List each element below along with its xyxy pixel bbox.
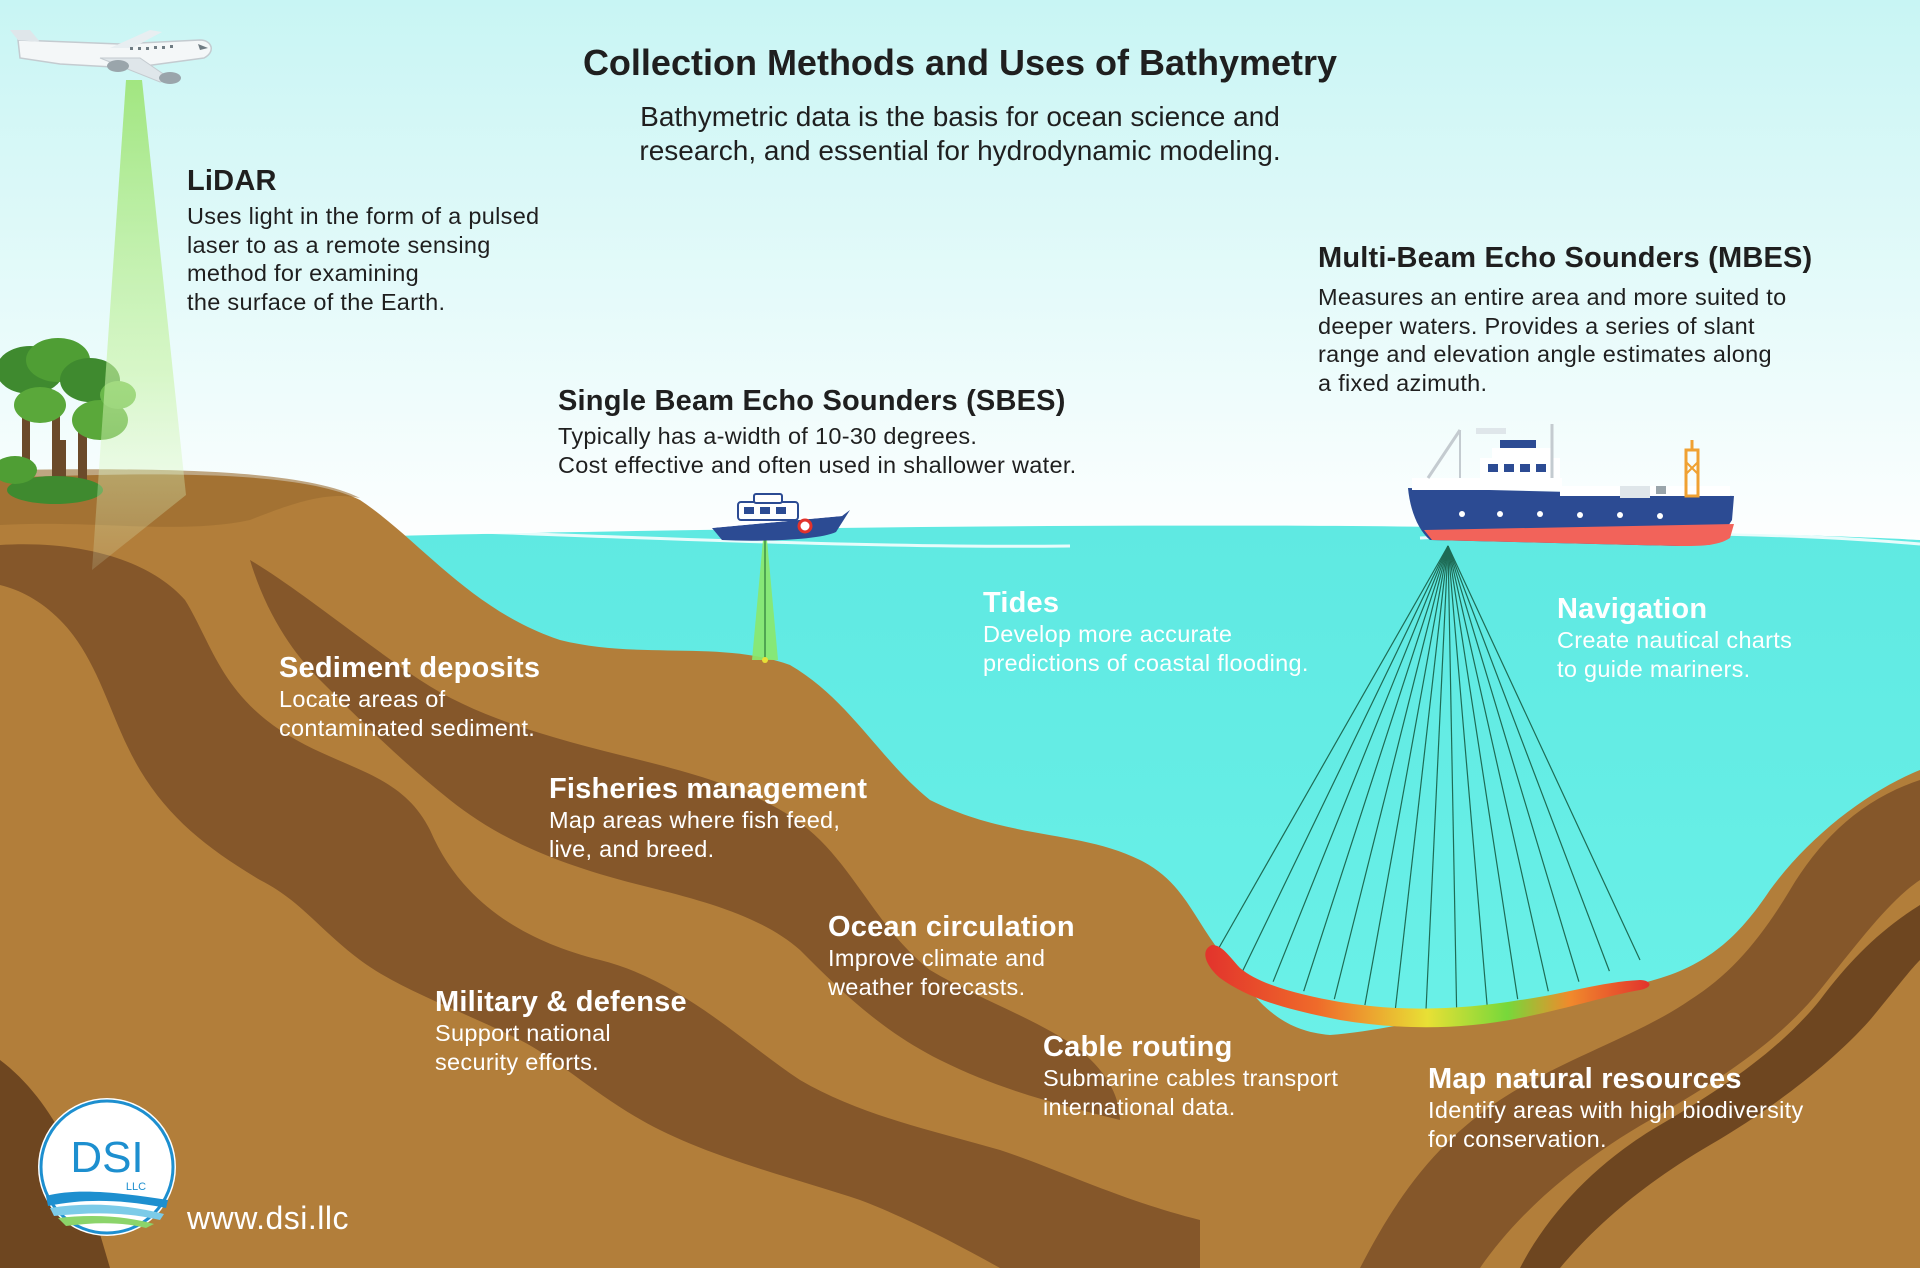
use-sediment-deposits: Sediment deposits Locate areas of contam… xyxy=(279,651,540,742)
method-heading: Multi-Beam Echo Sounders (MBES) xyxy=(1318,242,1813,274)
right-sediment xyxy=(1360,780,1920,1268)
method-heading: LiDAR xyxy=(187,165,277,197)
mbes-beam-line xyxy=(1447,545,1549,992)
use-heading: Map natural resources xyxy=(1428,1063,1742,1095)
lidar-beam xyxy=(92,80,186,570)
sediment-layer xyxy=(0,544,1200,1268)
method-description: Typically has a-width of 10-30 degrees. … xyxy=(558,423,1077,478)
use-heading: Navigation xyxy=(1557,593,1708,625)
use-heading: Fisheries management xyxy=(549,773,868,805)
dsi-logo: DSI LLC xyxy=(38,1098,176,1236)
use-description: Improve climate and weather forecasts. xyxy=(828,945,1046,1000)
mbes-beam-line xyxy=(1425,545,1449,1011)
use-heading: Tides xyxy=(983,587,1060,619)
sediment-lens xyxy=(250,560,1120,1120)
use-ocean-circulation: Ocean circulation Improve climate and we… xyxy=(828,910,1075,1001)
survey-boat-icon xyxy=(712,493,850,541)
use-description: Submarine cables transport international… xyxy=(1043,1065,1339,1120)
mbes-beam-line xyxy=(1211,545,1449,961)
mbes-beam-line xyxy=(1333,545,1449,1000)
method-description: Measures an entire area and more suited … xyxy=(1318,284,1787,396)
logo-name: DSI xyxy=(70,1133,143,1182)
use-navigation: Navigation Create nautical charts to gui… xyxy=(1557,592,1792,683)
use-fisheries-management: Fisheries management Map areas where fis… xyxy=(549,772,867,863)
mbes-beam-line xyxy=(1447,545,1580,982)
use-description: Support national security efforts. xyxy=(435,1020,611,1075)
use-heading: Military & defense xyxy=(435,986,687,1018)
use-heading: Ocean circulation xyxy=(828,911,1075,943)
use-description: Locate areas of contaminated sediment. xyxy=(279,686,536,741)
use-description: Create nautical charts to guide mariners… xyxy=(1557,627,1793,682)
use-map-natural-resources: Map natural resources Identify areas wit… xyxy=(1428,1062,1804,1153)
use-description: Develop more accurate predictions of coa… xyxy=(983,621,1309,676)
use-military-defense: Military & defense Support national secu… xyxy=(435,985,687,1076)
mbes-beam-line xyxy=(1303,545,1449,992)
mbes-beam-line xyxy=(1242,545,1449,972)
mbes-beam-line xyxy=(1394,545,1449,1009)
research-ship-icon xyxy=(1408,424,1734,546)
mbes-beams xyxy=(1211,545,1641,1011)
use-heading: Sediment deposits xyxy=(279,652,541,684)
method-description: Uses light in the form of a pulsed laser… xyxy=(187,203,540,315)
use-description: Identify areas with high biodiversity fo… xyxy=(1428,1097,1804,1152)
mbes-beam-line xyxy=(1272,545,1449,982)
mbes-beam-line xyxy=(1364,545,1449,1006)
logo-sub: LLC xyxy=(126,1181,146,1193)
mbes-beam-line xyxy=(1447,545,1519,1000)
use-cable-routing: Cable routing Submarine cables transport… xyxy=(1043,1030,1338,1121)
mbes-beam-line xyxy=(1447,545,1641,961)
website-link[interactable]: www.dsi.llc xyxy=(187,1200,349,1236)
method-lidar: LiDAR Uses light in the form of a pulsed… xyxy=(187,164,539,316)
mbes-beam-line xyxy=(1447,545,1610,972)
method-heading: Single Beam Echo Sounders (SBES) xyxy=(558,385,1066,417)
mbes-beam-line xyxy=(1447,545,1488,1006)
right-deep-layer xyxy=(1520,905,1920,1268)
method-sbes: Single Beam Echo Sounders (SBES) Typical… xyxy=(558,384,1077,479)
mbes-beam-line xyxy=(1447,545,1458,1009)
mbes-swath xyxy=(1205,945,1650,1028)
method-mbes: Multi-Beam Echo Sounders (MBES) Measures… xyxy=(1318,241,1812,397)
airplane-icon xyxy=(10,30,212,84)
sky xyxy=(0,0,1920,560)
page-title: Collection Methods and Uses of Bathymetr… xyxy=(582,42,1338,83)
use-heading: Cable routing xyxy=(1043,1031,1233,1063)
use-tides: Tides Develop more accurate predictions … xyxy=(983,586,1309,677)
use-description: Map areas where fish feed, live, and bre… xyxy=(549,807,841,862)
seabed-sand xyxy=(0,474,1920,1268)
page-subtitle: Bathymetric data is the basis for ocean … xyxy=(639,101,1281,166)
